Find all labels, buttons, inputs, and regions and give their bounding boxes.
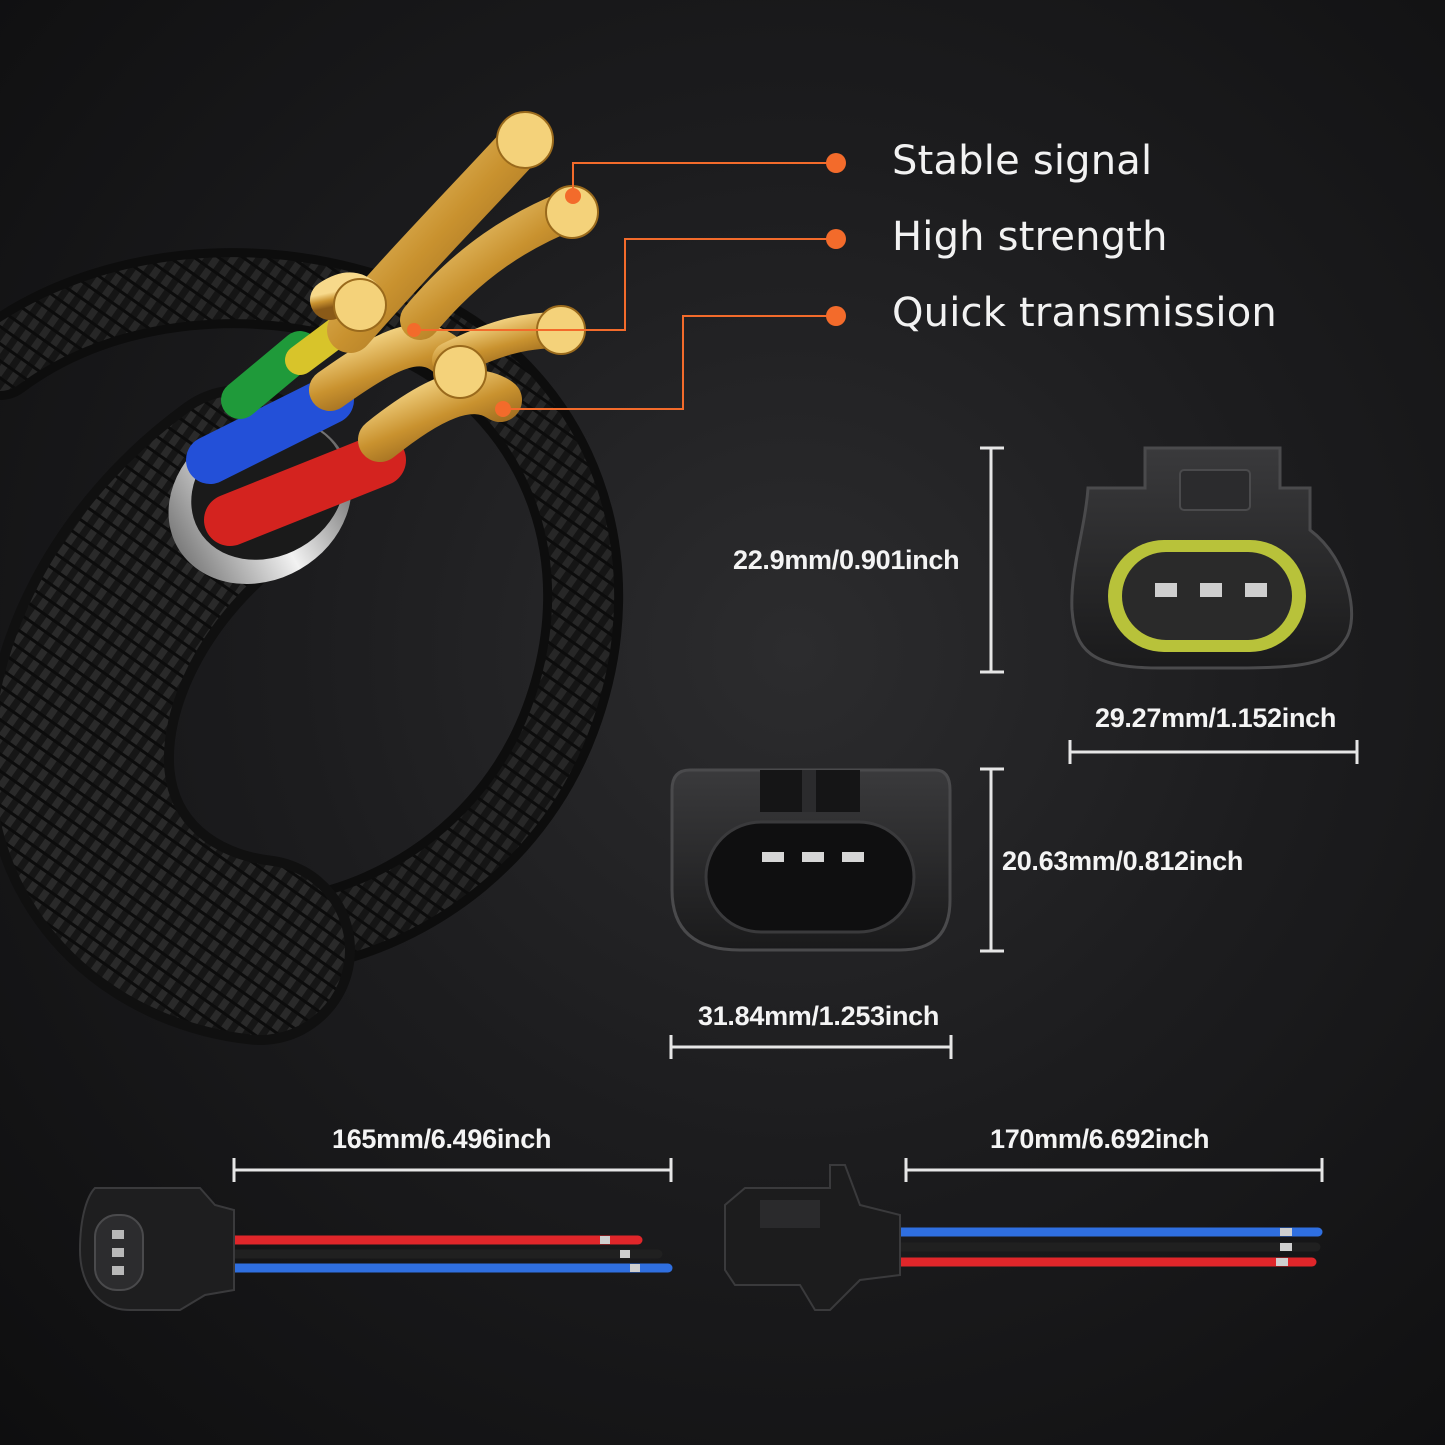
male-pigtail-length-label: 170mm/6.692inch: [990, 1124, 1210, 1154]
male-width-label: 31.84mm/1.253inch: [698, 1001, 940, 1031]
female-width-label: 29.27mm/1.152inch: [1095, 703, 1337, 733]
feature-quick-transmission: Quick transmission: [892, 290, 1277, 336]
braided-cable-icon: [0, 111, 624, 1045]
dimension-brackets: [232, 446, 1359, 1182]
female-pigtail-length-label: 165mm/6.496inch: [332, 1124, 552, 1154]
female-pigtail-icon: [78, 1187, 673, 1311]
male-pigtail-icon: [724, 1164, 1323, 1311]
feature-bullet: [826, 229, 846, 249]
male-connector-icon: [670, 768, 952, 952]
feature-bullet: [826, 306, 846, 326]
feature-leader-lines: [414, 162, 836, 410]
female-connector-icon: [1070, 446, 1353, 670]
female-height-label: 22.9mm/0.901inch: [733, 545, 960, 575]
feature-stable-signal: Stable signal: [892, 138, 1153, 184]
feature-high-strength: High strength: [892, 214, 1168, 260]
feature-bullet: [826, 153, 846, 173]
male-height-label: 20.63mm/0.812inch: [1002, 846, 1244, 876]
